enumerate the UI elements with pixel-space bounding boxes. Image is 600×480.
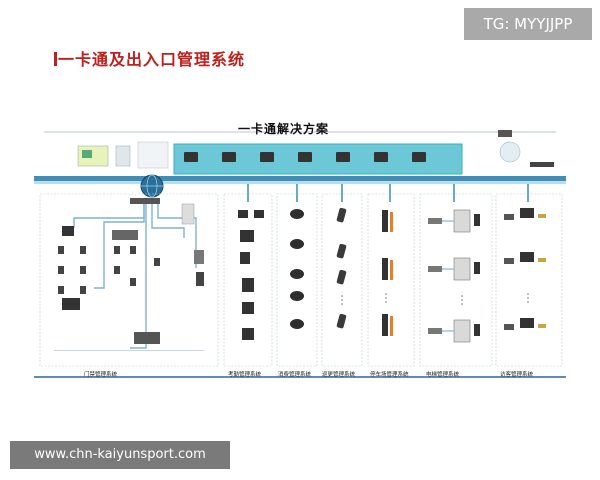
workstation-monitor <box>412 152 426 162</box>
elevator-dots <box>461 295 463 305</box>
card-issuer-device <box>82 150 92 158</box>
controller-hub <box>130 198 160 204</box>
section-label-attendance: 考勤管理系统 <box>228 372 262 378</box>
section-label-patrol: 巡更管理系统 <box>322 372 356 378</box>
elevator-devices <box>428 209 480 343</box>
elevator-wiring <box>442 220 454 332</box>
network-switch <box>530 162 554 167</box>
section-baseline <box>34 376 566 378</box>
patrol-dots <box>341 295 343 305</box>
attendance-devices <box>238 210 264 340</box>
workstation-monitor <box>336 152 350 162</box>
access-control-frame <box>39 193 219 367</box>
attendance-frame <box>223 193 273 367</box>
access-terminal <box>194 250 204 264</box>
consumption-frame <box>276 193 318 367</box>
network-cloud <box>499 141 521 163</box>
watermark-badge: TG: MYYJJPP <box>464 8 592 40</box>
workstation-row <box>184 152 426 162</box>
main-bus-shadow <box>34 181 566 184</box>
workstation-monitor <box>222 152 236 162</box>
section-label-access: 门禁管理系统 <box>84 372 118 378</box>
database-box <box>137 141 169 169</box>
patrol-frame <box>321 193 363 367</box>
workstation-monitor <box>260 152 274 162</box>
workstation-monitor <box>298 152 312 162</box>
elevator-frame <box>419 193 493 367</box>
parking-dots <box>385 293 387 303</box>
one-card-solution-diagram <box>34 130 566 378</box>
section-label-parking: 停车场管理系统 <box>370 372 409 378</box>
footer-url: www.chn-kaiyunsport.com <box>10 441 230 469</box>
section-label-visitor: 访客管理系统 <box>500 372 534 378</box>
main-bus <box>34 176 566 181</box>
server-box <box>115 145 131 167</box>
access-terminal <box>181 203 195 225</box>
fingerprint-reader <box>196 272 204 286</box>
workstation-monitor <box>184 152 198 162</box>
visitor-dots <box>527 293 529 303</box>
bus-drops <box>247 184 529 202</box>
access-controller <box>112 230 138 240</box>
door-controller-panel <box>134 332 160 344</box>
access-station-monitor <box>62 298 80 310</box>
consumption-devices <box>290 209 304 329</box>
diagram-title: 一卡通解决方案 <box>238 122 330 136</box>
section-label-consumption: 消费管理系统 <box>278 372 312 378</box>
section-label-elevator: 电梯管理系统 <box>426 372 460 378</box>
visitor-devices <box>504 208 546 330</box>
patrol-devices <box>336 207 347 329</box>
title-accent-bar <box>54 52 57 66</box>
card-readers <box>58 246 160 294</box>
parking-devices <box>382 210 393 336</box>
workstation-monitor <box>374 152 388 162</box>
access-wiring <box>73 204 197 349</box>
access-monitor <box>62 226 74 236</box>
slide-title: 一卡通及出入口管理系统 <box>58 50 246 69</box>
section-frames <box>39 193 563 367</box>
camera-device <box>498 130 512 137</box>
